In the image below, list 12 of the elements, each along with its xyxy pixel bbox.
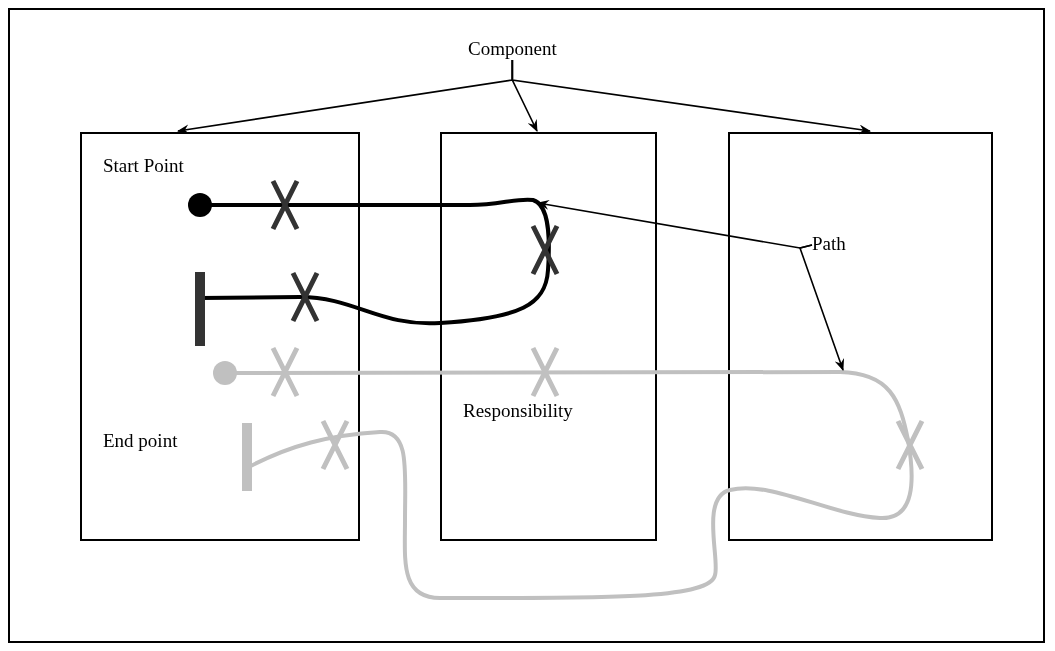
node-label: Path [812, 233, 846, 255]
part-label: End point [103, 430, 178, 452]
component-box [80, 132, 360, 541]
part-label: Start Point [103, 155, 184, 177]
leader-line [511, 59, 871, 135]
component-box [728, 132, 993, 541]
leader-line [798, 244, 845, 371]
path-line-drawing [213, 345, 925, 601]
path-line-drawing [188, 178, 560, 346]
component-box [440, 132, 657, 541]
node-label: Component [468, 38, 557, 60]
part-label: Responsibility [463, 400, 573, 422]
